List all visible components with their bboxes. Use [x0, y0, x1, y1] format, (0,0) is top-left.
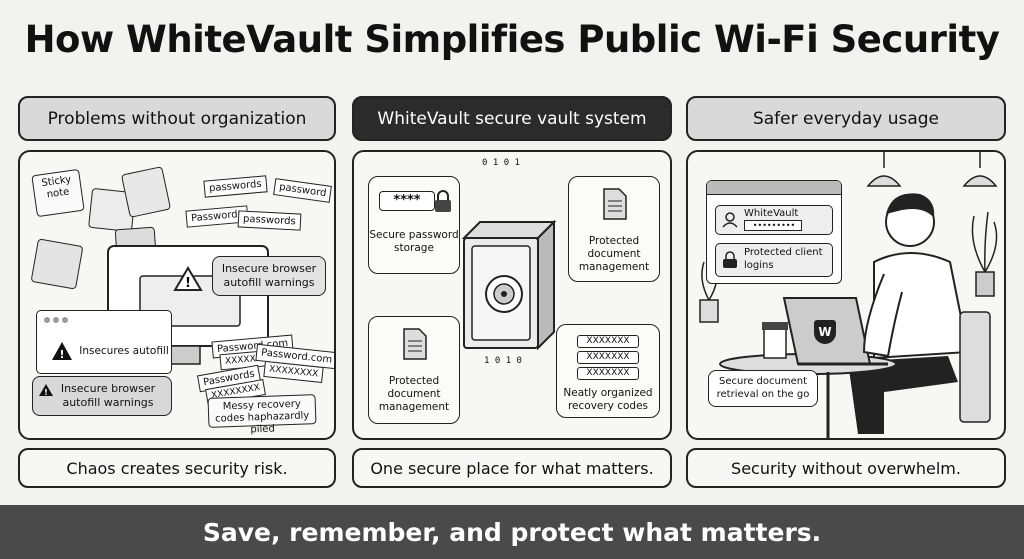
autofill-popup: ! Insecures autofill — [36, 310, 172, 374]
column-heading-vault: WhiteVault secure vault system — [352, 96, 672, 141]
laptop-logo: W — [814, 320, 836, 344]
card-protected-docs-bottom: Protected document management — [368, 316, 460, 424]
footer-problems: Chaos creates security risk. — [18, 448, 336, 488]
card-docs-top-text: Protected document management — [578, 235, 650, 274]
login-window: WhiteVault ••••••••• Protected client lo… — [706, 180, 842, 284]
login-row: WhiteVault ••••••••• — [715, 205, 833, 235]
window-dots-icon — [44, 317, 68, 323]
warning-icon: ! — [173, 266, 203, 291]
lock-icon — [723, 251, 737, 268]
recovery-code: XXXXXXX — [577, 335, 639, 349]
autofill-warning-bottom: ! Insecure browser autofill warnings — [32, 376, 172, 416]
client-logins-text: Protected client logins — [744, 247, 823, 271]
column-heading-problems: Problems without organization — [18, 96, 336, 141]
bottom-banner: Save, remember, and protect what matters… — [0, 505, 1024, 559]
person-cafe-illustration — [699, 152, 998, 438]
card-codes-text: Neatly organized recovery codes — [563, 387, 653, 413]
autofill-warning-top: Insecure browser autofill warnings — [212, 256, 326, 296]
password-mask: **** — [379, 191, 435, 211]
warning-icon: ! — [39, 384, 53, 397]
binary-stream: 0 1 0 1 — [482, 158, 520, 168]
document-icon — [403, 328, 427, 360]
panel-safer: W WhiteVault ••••••••• Protected client … — [686, 150, 1006, 440]
card-secure-password: **** Secure password storage — [368, 176, 460, 274]
card-docs-bottom-text: Protected document management — [378, 375, 450, 414]
warning-icon: ! — [52, 342, 72, 361]
document-icon — [603, 188, 627, 220]
page-title: How WhiteVault Simplifies Public Wi-Fi S… — [24, 18, 1000, 61]
client-logins-row: Protected client logins — [715, 243, 833, 277]
card-password-text: Secure password storage — [369, 229, 459, 255]
binary-stream: 1 0 1 0 — [484, 356, 522, 366]
user-icon — [722, 212, 738, 228]
panel-problems: Sticky note passwords password Passwords… — [18, 150, 336, 440]
vault-safe-illustration — [461, 219, 557, 351]
footer-vault: One secure place for what matters. — [352, 448, 672, 488]
svg-text:!: ! — [59, 348, 64, 361]
column-heading-safer: Safer everyday usage — [686, 96, 1006, 141]
panel-vault: 0 1 0 1 1 0 1 0 **** Secure password sto… — [352, 150, 672, 440]
recovery-code: XXXXXXX — [577, 367, 639, 381]
recovery-codes-note: Messy recovery codes haphazardly piled — [207, 394, 317, 435]
svg-text:!: ! — [185, 276, 191, 291]
login-password-field: ••••••••• — [744, 220, 802, 231]
popup-warning-text: Insecures autofill — [79, 345, 169, 357]
card-recovery-codes: XXXXXXX XXXXXXX XXXXXXX Neatly organized… — [556, 324, 660, 418]
card-protected-docs-top: Protected document management — [568, 176, 660, 282]
svg-text:!: ! — [44, 388, 48, 397]
warning-bottom-text: Insecure browser autofill warnings — [60, 382, 156, 409]
recovery-code: XXXXXXX — [577, 351, 639, 365]
footer-safer: Security without overwhelm. — [686, 448, 1006, 488]
login-window-titlebar — [707, 181, 841, 195]
retrieval-bubble: Secure document retrieval on the go — [708, 370, 818, 407]
lock-icon — [435, 190, 451, 212]
login-name: WhiteVault — [744, 208, 799, 219]
